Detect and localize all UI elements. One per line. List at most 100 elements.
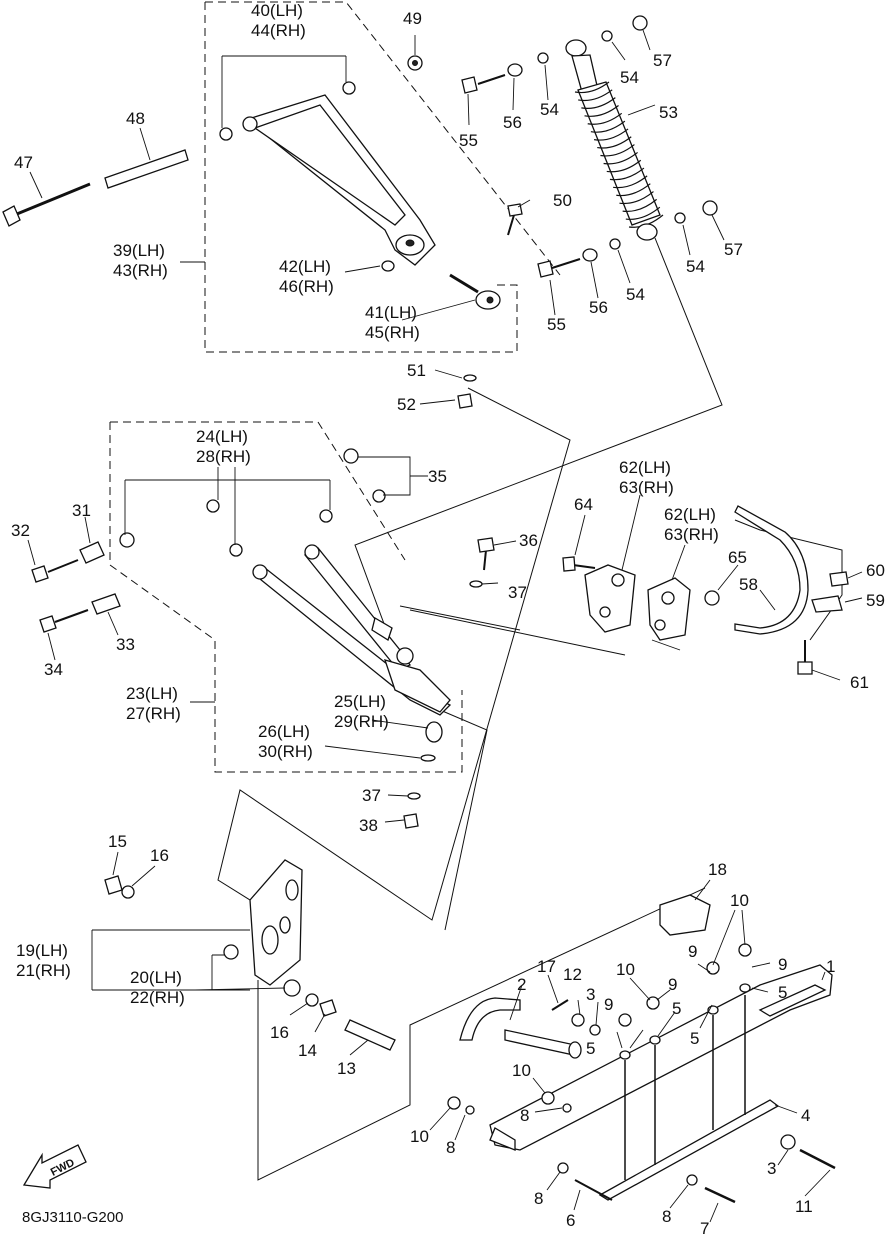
callout-45: 45(RH): [365, 323, 420, 342]
callout-5a: 5: [672, 999, 681, 1018]
callout-8c: 8: [534, 1189, 543, 1208]
callout-9b: 9: [778, 955, 787, 974]
nut-52: [457, 393, 473, 409]
callout-labels: 1 2 3 3 4 5 5 5 5 6 7 8 8 8 8 9 9 9 9 10…: [11, 1, 885, 1236]
callout-55a: 55: [459, 131, 478, 150]
washer-26: [420, 754, 436, 762]
callout-54a: 54: [620, 68, 639, 87]
ski-wear-bar-4: [598, 1099, 780, 1201]
callout-5b: 5: [690, 1029, 699, 1048]
shock-hardware: [461, 15, 718, 278]
clamp-59-60: [811, 571, 849, 613]
callout-39: 39(LH): [113, 241, 165, 260]
callout-48: 48: [126, 109, 145, 128]
callout-11: 11: [795, 1197, 813, 1216]
callout-2: 2: [517, 975, 526, 994]
handle-2: [459, 997, 582, 1059]
callout-33: 33: [116, 635, 135, 654]
spindle-parts: [104, 875, 396, 1051]
upper-arm-pivot-shaft-48: [104, 149, 189, 189]
lower-a-arm: [252, 544, 452, 716]
washer-37: [407, 580, 483, 800]
ball-joint-25: [425, 721, 443, 743]
callout-54d: 54: [626, 285, 645, 304]
callout-58: 58: [739, 575, 758, 594]
callout-54c: 54: [686, 257, 705, 276]
callout-22: 22(RH): [130, 988, 185, 1007]
callout-65: 65: [728, 548, 747, 567]
callout-42: 42(LH): [279, 257, 331, 276]
callout-16b: 16: [270, 1023, 289, 1042]
callout-29: 29(RH): [334, 712, 389, 731]
bolt-47: [2, 182, 91, 227]
ski-pad-18: [659, 894, 711, 936]
callout-34: 34: [44, 660, 63, 679]
nut-38: [403, 813, 419, 829]
callout-53: 53: [659, 103, 678, 122]
upper-a-arm: [242, 94, 436, 266]
callout-57b: 57: [724, 240, 743, 259]
callout-21: 21(RH): [16, 961, 71, 980]
bolt-36: [477, 537, 495, 571]
washer-51: [463, 374, 477, 382]
callout-27: 27(RH): [126, 704, 181, 723]
callout-51: 51: [407, 361, 426, 380]
callout-23: 23(LH): [126, 684, 178, 703]
collar-33: [91, 593, 121, 615]
callout-10d: 10: [410, 1127, 429, 1146]
collar-31: [79, 541, 105, 564]
bolt-64: [562, 556, 596, 572]
callout-37b: 37: [362, 786, 381, 805]
bolt-61: [797, 640, 813, 675]
callout-50: 50: [553, 191, 572, 210]
callout-9a: 9: [688, 942, 697, 961]
sway-bar-58: [734, 505, 809, 635]
callout-43: 43(RH): [113, 261, 168, 280]
callout-60: 60: [866, 561, 885, 580]
callout-37a: 37: [508, 583, 527, 602]
callout-63b: 63(RH): [664, 525, 719, 544]
nut-49: [407, 55, 423, 71]
callout-10c: 10: [512, 1061, 531, 1080]
callout-62b: 62(LH): [664, 505, 716, 524]
callout-59: 59: [866, 591, 885, 610]
collar-40: [219, 127, 233, 141]
callout-61: 61: [850, 673, 869, 692]
collar-44: [342, 81, 356, 95]
callout-57a: 57: [653, 51, 672, 70]
callout-54b: 54: [540, 100, 559, 119]
callout-6: 6: [566, 1211, 575, 1230]
callout-55b: 55: [547, 315, 566, 334]
callout-32: 32: [11, 521, 30, 540]
callout-26: 26(LH): [258, 722, 310, 741]
bolt-32: [31, 559, 79, 583]
callout-14: 14: [298, 1041, 317, 1060]
callout-44: 44(RH): [251, 21, 306, 40]
callout-5c: 5: [778, 983, 787, 1002]
nut-42: [381, 260, 395, 272]
callout-25: 25(LH): [334, 692, 386, 711]
bolt-7: [704, 1186, 736, 1204]
callout-41: 41(LH): [365, 303, 417, 322]
bracket-63: [647, 577, 691, 641]
lower-arm-group-box: [109, 421, 463, 773]
callout-40: 40(LH): [251, 1, 303, 20]
callout-9d: 9: [604, 995, 613, 1014]
callout-19: 19(LH): [16, 941, 68, 960]
callout-12: 12: [563, 965, 582, 984]
upper-arm-group-box: [204, 1, 561, 353]
callout-28: 28(RH): [196, 447, 251, 466]
callout-10a: 10: [730, 891, 749, 910]
callout-35: 35: [428, 467, 447, 486]
callout-16a: 16: [150, 846, 169, 865]
bolt-6: [574, 1179, 613, 1201]
callout-30: 30(RH): [258, 742, 313, 761]
callout-31: 31: [72, 501, 91, 520]
callout-24: 24(LH): [196, 427, 248, 446]
callout-1: 1: [826, 957, 835, 976]
callout-63a: 63(RH): [619, 478, 674, 497]
fwd-arrow-icon: FWD: [22, 1144, 87, 1189]
bracket-62: [584, 564, 636, 633]
callout-47: 47: [14, 153, 33, 172]
